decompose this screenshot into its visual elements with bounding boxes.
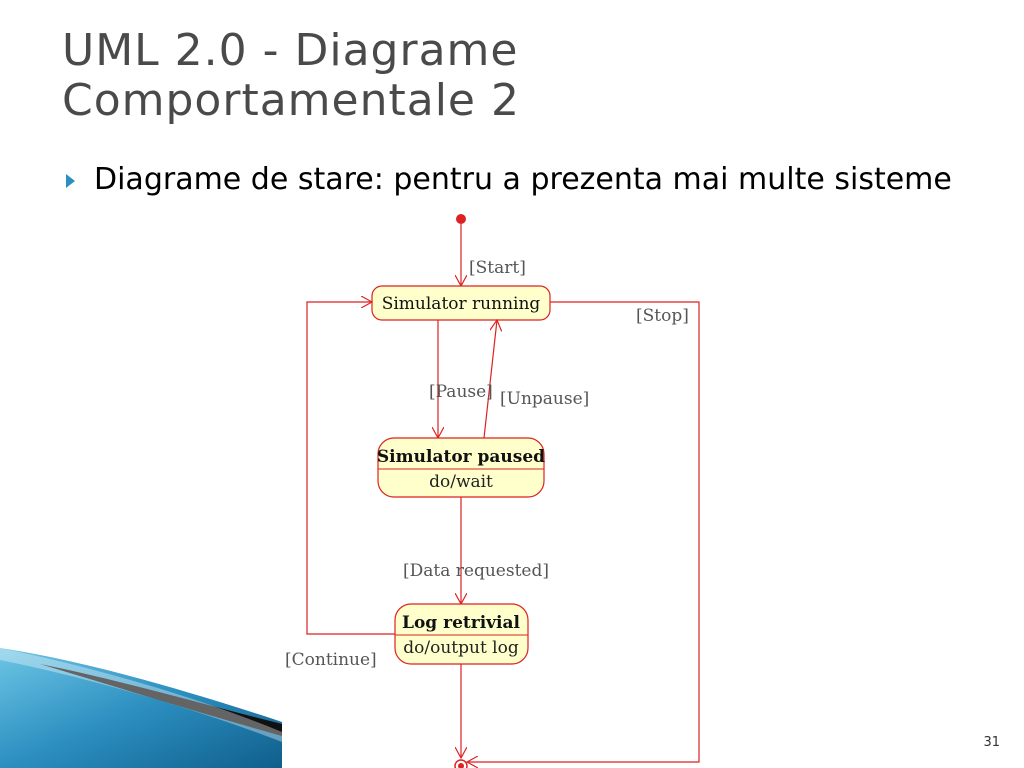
final-node [454, 759, 468, 768]
label-start: [Start] [469, 258, 526, 278]
slide-title: UML 2.0 - Diagrame Comportamentale 2 [62, 26, 520, 126]
label-pause: [Pause] [429, 382, 493, 402]
transition-continue-line [306, 302, 395, 635]
label-stop: [Stop] [636, 306, 689, 326]
state-simulator-running: Simulator running [371, 285, 551, 321]
label-data-requested: [Data requested] [403, 561, 549, 581]
label-unpause: [Unpause] [500, 389, 589, 409]
state-simulator-paused: Simulator paused do/wait [377, 437, 545, 498]
state-paused-activity: do/wait [429, 472, 493, 492]
page-number: 31 [983, 735, 1000, 750]
bullet-item: Diagrame de stare: pentru a prezenta mai… [66, 158, 1006, 202]
bullet-description: : pentru a prezenta mai multe sisteme [373, 162, 952, 197]
bullet-term: Diagrame de stare [94, 162, 374, 197]
label-continue: [Continue] [285, 650, 377, 670]
state-log-activity: do/output log [403, 638, 519, 658]
slide-title-line-1: UML 2.0 - Diagrame [62, 25, 519, 76]
transition-stop-line [467, 301, 700, 762]
transition-unpause-line [483, 320, 497, 439]
initial-node [456, 214, 466, 224]
state-running-name: Simulator running [382, 294, 541, 314]
state-log-name: Log retrivial [402, 613, 520, 633]
bullet-arrow-icon [66, 174, 75, 188]
bullet-text: Diagrame de stare: pentru a prezenta mai… [94, 158, 1006, 202]
slide-title-line-2: Comportamentale 2 [62, 75, 520, 126]
decorative-swoosh [0, 648, 282, 768]
state-log-retrivial: Log retrivial do/output log [394, 603, 529, 665]
state-paused-name: Simulator paused [377, 447, 545, 467]
